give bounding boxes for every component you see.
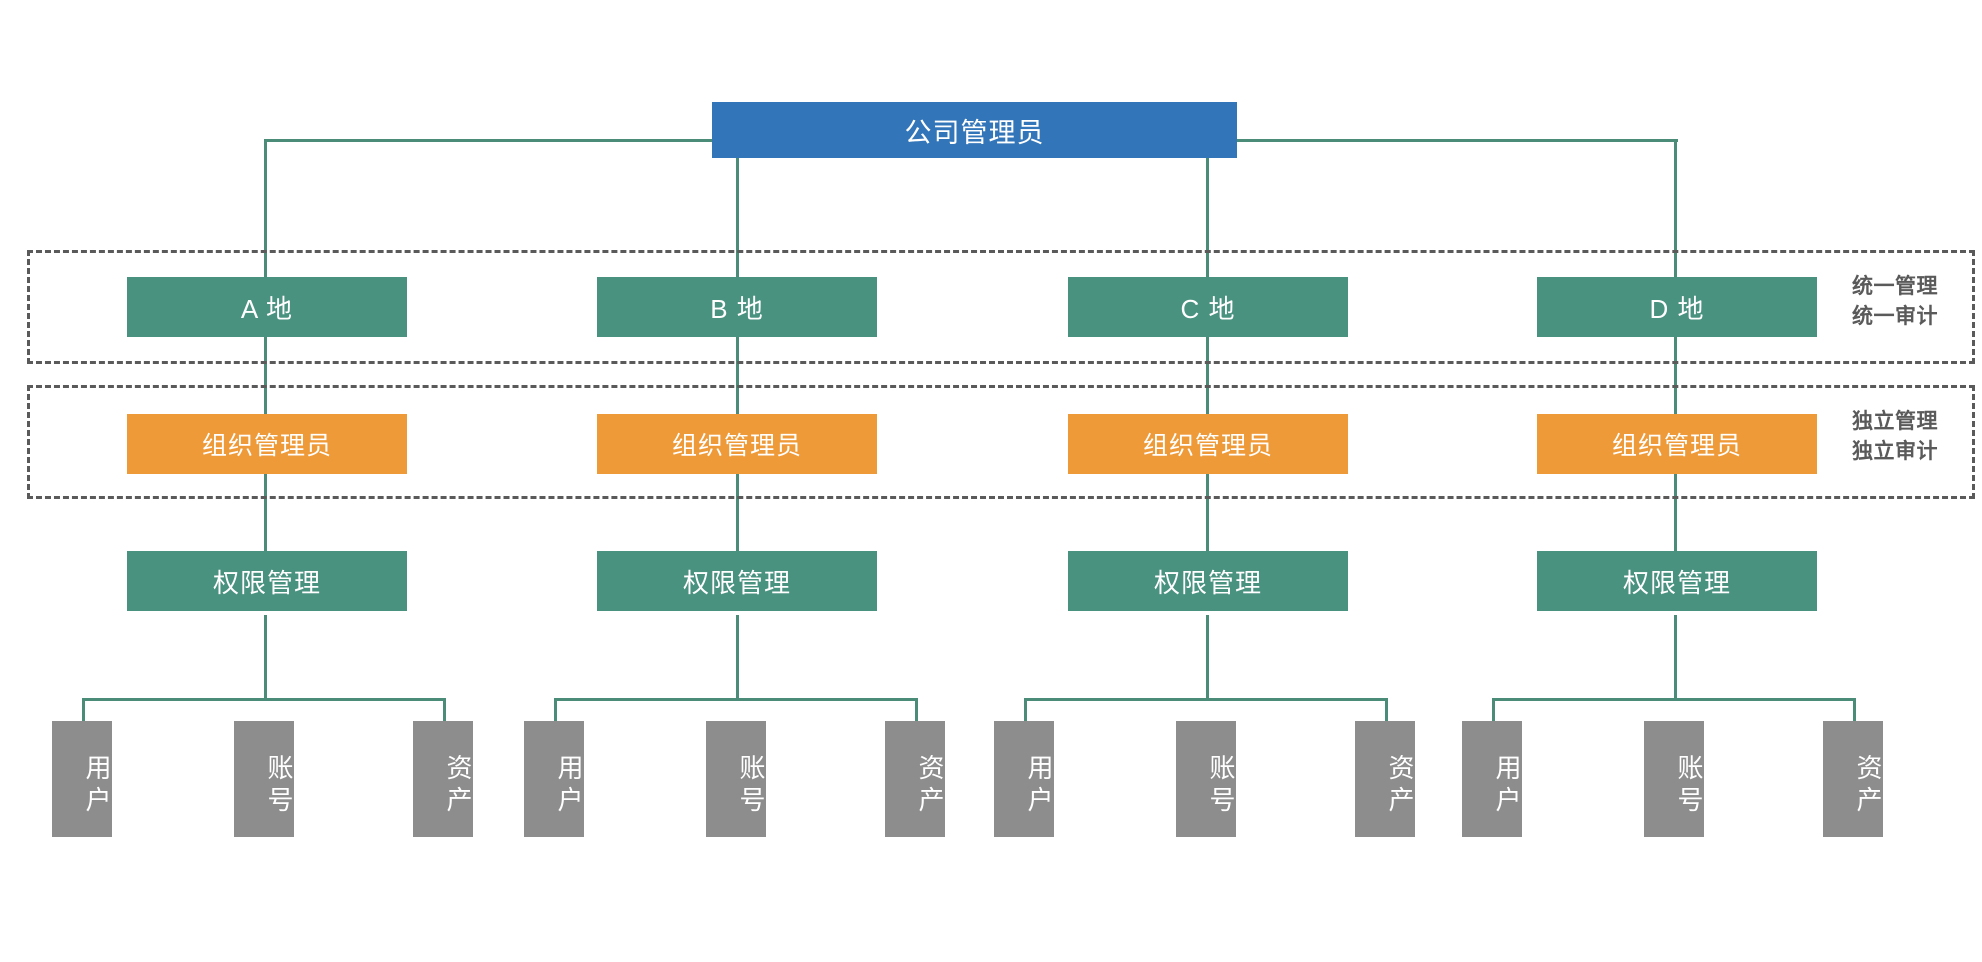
node-leaf-c-user[interactable]: 用户	[994, 721, 1054, 837]
region-independent-management-line2: 独立审计	[1852, 440, 1938, 464]
connector-col-1-leaf-stem	[736, 615, 739, 700]
region-unified-management-line2: 统一审计	[1852, 305, 1938, 329]
connector-col-1-trunk	[736, 139, 739, 554]
connector-col-2-trunk	[1206, 139, 1209, 554]
connector-col-2-leaf-bus	[1024, 698, 1388, 701]
node-location-a[interactable]: A 地	[127, 277, 407, 337]
node-leaf-a-asset[interactable]: 资产	[413, 721, 473, 837]
node-leaf-a-account[interactable]: 账号	[234, 721, 294, 837]
region-unified-management	[27, 250, 1975, 364]
node-location-d[interactable]: D 地	[1537, 277, 1817, 337]
connector-col-2-leaf-2-drop	[1385, 698, 1388, 722]
node-leaf-d-user[interactable]: 用户	[1462, 721, 1522, 837]
region-unified-management-line1: 统一管理	[1852, 275, 1938, 298]
node-org-admin-d[interactable]: 组织管理员	[1537, 414, 1817, 474]
connector-col-1-leaf-2-drop	[915, 698, 918, 722]
node-leaf-d-asset[interactable]: 资产	[1823, 721, 1883, 837]
connector-col-3-leaf-stem	[1674, 615, 1677, 700]
node-permission-c[interactable]: 权限管理	[1068, 551, 1348, 611]
region-unified-management-label: 统一管理 统一审计	[1852, 272, 1938, 333]
node-location-b[interactable]: B 地	[597, 277, 877, 337]
connector-col-3-leaf-2-drop	[1853, 698, 1856, 722]
node-leaf-b-asset[interactable]: 资产	[885, 721, 945, 837]
node-org-admin-c[interactable]: 组织管理员	[1068, 414, 1348, 474]
node-permission-b[interactable]: 权限管理	[597, 551, 877, 611]
connector-col-2-leaf-0-drop	[1024, 698, 1027, 722]
region-independent-management-line1: 独立管理	[1852, 410, 1938, 433]
region-independent-management-label: 独立管理 独立审计	[1852, 407, 1938, 468]
connector-col-0-leaf-stem	[264, 615, 267, 700]
node-leaf-b-user[interactable]: 用户	[524, 721, 584, 837]
connector-col-3-leaf-bus	[1492, 698, 1856, 701]
node-permission-d[interactable]: 权限管理	[1537, 551, 1817, 611]
connector-col-3-trunk	[1674, 139, 1677, 554]
connector-col-3-leaf-0-drop	[1492, 698, 1495, 722]
node-leaf-c-account[interactable]: 账号	[1176, 721, 1236, 837]
node-location-c[interactable]: C 地	[1068, 277, 1348, 337]
connector-col-0-leaf-0-drop	[82, 698, 85, 722]
node-org-admin-b[interactable]: 组织管理员	[597, 414, 877, 474]
connector-col-0-leaf-2-drop	[443, 698, 446, 722]
node-permission-a[interactable]: 权限管理	[127, 551, 407, 611]
connector-col-0-leaf-bus	[82, 698, 446, 701]
connector-col-1-leaf-bus	[554, 698, 918, 701]
connector-col-1-leaf-0-drop	[554, 698, 557, 722]
connector-col-2-leaf-stem	[1206, 615, 1209, 700]
region-independent-management	[27, 385, 1975, 499]
node-org-admin-a[interactable]: 组织管理员	[127, 414, 407, 474]
node-company-admin[interactable]: 公司管理员	[712, 102, 1237, 158]
node-leaf-c-asset[interactable]: 资产	[1355, 721, 1415, 837]
connector-col-0-trunk	[264, 139, 267, 554]
node-leaf-d-account[interactable]: 账号	[1644, 721, 1704, 837]
node-leaf-a-user[interactable]: 用户	[52, 721, 112, 837]
node-leaf-b-account[interactable]: 账号	[706, 721, 766, 837]
